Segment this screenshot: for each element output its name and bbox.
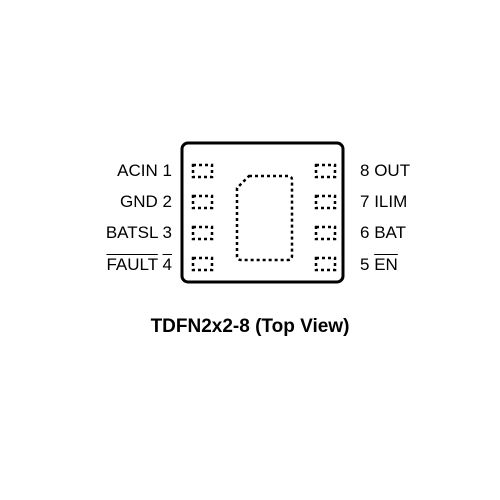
pin-name: ILIM xyxy=(374,192,408,211)
pin-number: 8 xyxy=(360,161,370,180)
pad-5 xyxy=(314,256,337,272)
pin-number: 2 xyxy=(162,192,172,211)
pad-1 xyxy=(191,163,214,179)
pad-2 xyxy=(191,194,214,210)
pad-8 xyxy=(314,163,337,179)
exposed-pad xyxy=(235,174,294,262)
pin-number: 1 xyxy=(162,161,172,180)
pad-6 xyxy=(314,225,337,241)
pin-label-8: 8 OUT xyxy=(360,161,410,181)
pin-label-3: BATSL 3 xyxy=(106,223,172,243)
pin-name-active-low: EN xyxy=(374,255,398,274)
pin-name: BATSL xyxy=(105,223,158,242)
pin-number: 5 xyxy=(360,255,370,274)
pin-name: BAT xyxy=(374,223,407,242)
pad-3 xyxy=(191,225,214,241)
pin-name: GND xyxy=(120,192,158,211)
pin-name: OUT xyxy=(374,161,411,180)
pin-name: ACIN xyxy=(117,161,158,180)
pin-number: 3 xyxy=(162,223,172,242)
pin-label-6: 6 BAT xyxy=(360,223,406,243)
pin-number: 6 xyxy=(360,223,370,242)
pin-name-active-low: FAULT xyxy=(106,255,158,274)
pin-label-2: GND 2 xyxy=(120,192,172,212)
pad-4 xyxy=(191,256,214,272)
pin-label-7: 7 ILIM xyxy=(360,192,407,212)
pin-number: 4 xyxy=(162,255,172,274)
package-caption: TDFN2x2-8 (Top View) xyxy=(150,316,350,337)
pin-number: 7 xyxy=(360,192,370,211)
pad-7 xyxy=(314,194,337,210)
pin-label-5: 5 EN xyxy=(360,255,398,275)
pin-label-4: FAULT 4 xyxy=(106,255,172,275)
package-body xyxy=(180,141,345,284)
pin-label-1: ACIN 1 xyxy=(117,161,172,181)
